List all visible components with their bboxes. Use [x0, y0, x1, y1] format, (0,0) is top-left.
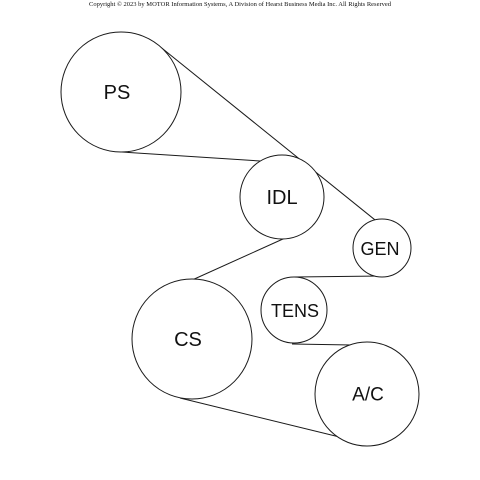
pulley-idl: IDL	[239, 154, 325, 240]
pulley-label-ps: PS	[104, 82, 131, 104]
pulley-label-tens: TENS	[271, 301, 319, 321]
pulley-cs: CS	[131, 278, 253, 400]
pulley-label-cs: CS	[174, 329, 202, 351]
pulley-ps: PS	[60, 31, 182, 153]
pulley-label-idl: IDL	[266, 187, 297, 209]
copyright-notice: Copyright © 2023 by MOTOR Information Sy…	[89, 1, 391, 8]
pulley-label-gen: GEN	[360, 239, 399, 259]
belt-ps-idl-segment	[121, 151, 277, 163]
pulley-ac: A/C	[314, 341, 420, 447]
belt-ps-gen-segment	[157, 44, 391, 233]
pulley-gen: GEN	[352, 218, 412, 278]
belt-tens-ac-segment	[291, 343, 353, 346]
pulley-label-ac: A/C	[352, 385, 384, 406]
pulley-tens: TENS	[260, 276, 328, 344]
belt-cs-ac-segment	[179, 397, 361, 443]
belt-gen-tens-segment	[293, 275, 383, 278]
